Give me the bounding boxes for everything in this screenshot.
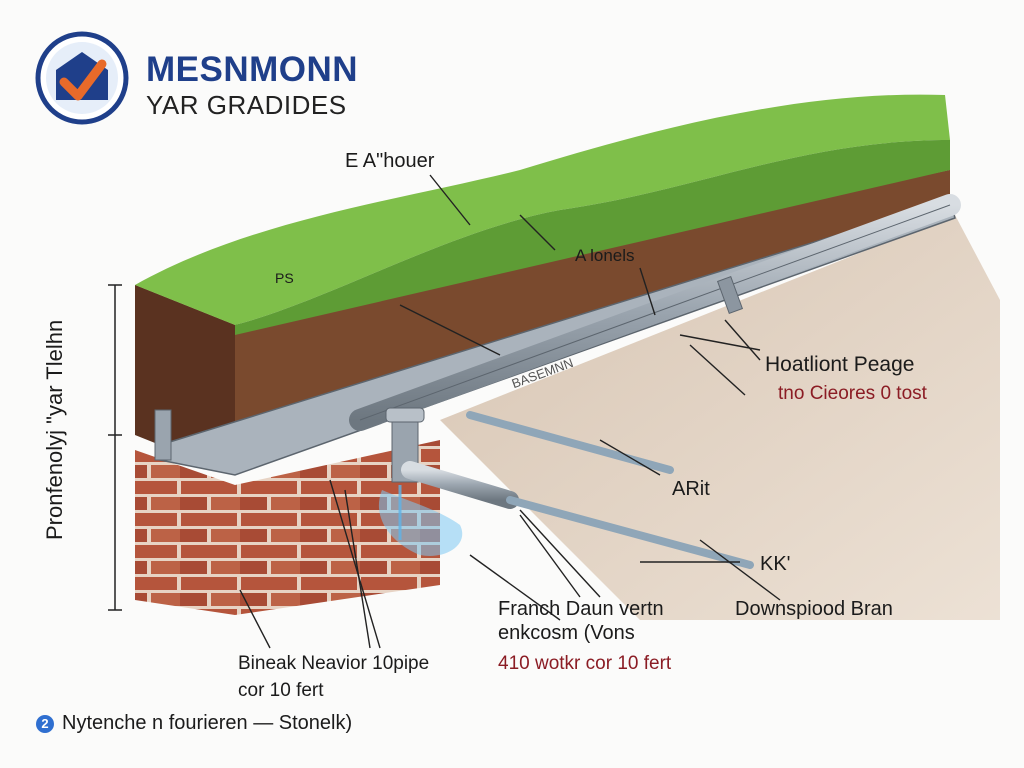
kk-label: KK' (760, 553, 791, 575)
elbow-pipe (401, 461, 519, 509)
grass-edge (235, 140, 950, 335)
french-drain-line1: Franch Daun vertn (498, 598, 664, 620)
right-sub: tno Cieores 0 tost (778, 383, 927, 404)
bottom-label-line2: cor 10 fert (238, 680, 324, 701)
house-shield-logo (35, 31, 129, 125)
leader-lines (239, 174, 781, 649)
french-drain-line2: enkcosm (Vons (498, 622, 635, 644)
ps-label: PS (275, 270, 294, 286)
brand-subtitle: YAR GRADIDES (146, 90, 347, 120)
brick-foundation-side (235, 440, 440, 615)
info-circle-icon: 2 (36, 715, 54, 733)
ait-label: ARit (672, 478, 710, 500)
main-drain-pipe (0, 0, 10, 10)
branch-pipe-lower (506, 496, 754, 569)
grass-layer (135, 94, 950, 325)
brick-foundation-front (135, 450, 235, 615)
footnote: 2 Nytenche n fourieren — Stonelk) (36, 712, 352, 735)
brand-title: MESNMONN (146, 50, 359, 89)
vertical-label: Pronfenolyj "yar Tlelhn (42, 319, 67, 540)
brand-header: MESNMONN YAR GRADIDES (34, 30, 394, 130)
footnote-text: Nytenche n fourieren — Stonelk) (62, 712, 353, 734)
downspout-label: Downspiood Bran (735, 598, 893, 620)
mid-label: A lonels (575, 246, 635, 265)
pipe-coupling (716, 275, 744, 315)
french-drain-line3: 410 wotkr cor 10 fert (498, 653, 672, 674)
bottom-label-line1: Bineak Neavior 10pipe (238, 653, 430, 674)
right-title: Hoatliont Peage (765, 353, 915, 376)
standpipe (154, 409, 172, 461)
top-label: E A"houer (345, 150, 435, 172)
